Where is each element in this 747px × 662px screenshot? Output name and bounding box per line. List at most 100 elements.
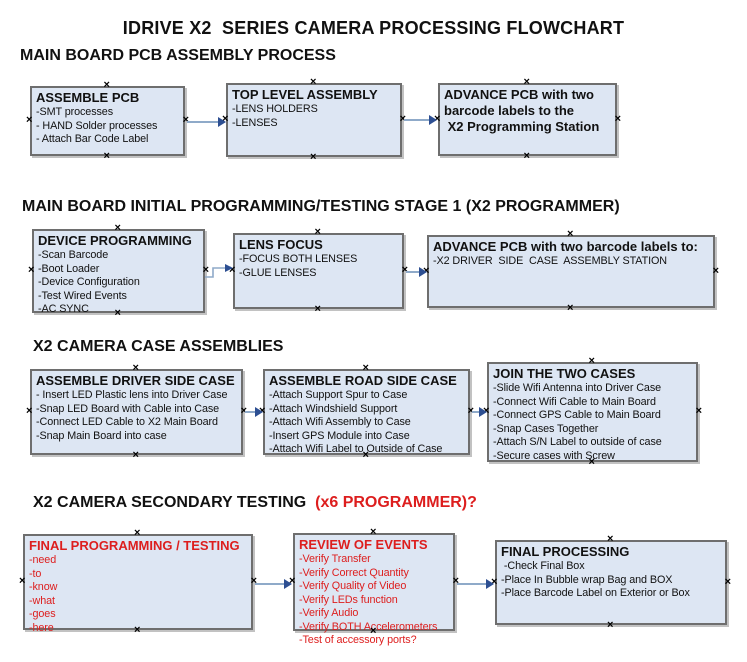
- connection-anchor-icon: ×: [491, 575, 498, 588]
- flow-box-advance-pcb-driver-side-station[interactable]: ADVANCE PCB with two barcode labels to: …: [423, 229, 719, 314]
- box-title: TOP LEVEL ASSEMBLY: [232, 87, 400, 103]
- section-header-text: X2 CAMERA SECONDARY TESTING: [33, 494, 311, 511]
- page-title: IDRIVE X2 SERIES CAMERA PROCESSING FLOWC…: [122, 18, 625, 38]
- box-body-line: -Attach Support Spur to Case: [269, 389, 408, 401]
- flow-box-review-of-events[interactable]: REVIEW OF EVENTS -Verify Transfer-Verify…: [289, 527, 459, 647]
- connector-arrow-elbow[interactable]: [205, 263, 234, 279]
- box-body-line: -X2 DRIVER SIDE CASE ASSEMBLY STATION: [433, 255, 667, 267]
- box-title-line: ASSEMBLE ROAD SIDE CASE: [269, 373, 457, 388]
- box-body-line: -Slide Wifi Antenna into Driver Case: [493, 382, 662, 394]
- connector-arrow[interactable]: [245, 407, 263, 417]
- box-body-line: -Attach Windshield Support: [269, 402, 398, 415]
- section-header-red-text: (x6 PROGRAMMER)?: [310, 494, 477, 511]
- box-title: FINAL PROGRAMMING / TESTING: [29, 538, 251, 554]
- connection-anchor-icon: ×: [401, 264, 408, 276]
- connection-anchor-icon: ×: [182, 114, 189, 126]
- connection-anchor-icon: ×: [588, 355, 595, 367]
- box-body-line: -GLUE LENSES: [239, 266, 317, 279]
- connection-anchor-icon: ×: [607, 533, 614, 545]
- flow-box-assemble-road-side-case[interactable]: ASSEMBLE ROAD SIDE CASE -Attach Support …: [259, 363, 474, 461]
- box-title-line: X2 Programming Station: [444, 119, 600, 134]
- connector-arrow[interactable]: [472, 407, 487, 417]
- section-header-case-assemblies: X2 CAMERA CASE ASSEMBLIES: [33, 338, 283, 356]
- connection-anchor-icon: ×: [370, 526, 377, 538]
- section-header-secondary-testing: X2 CAMERA SECONDARY TESTING (x6 PROGRAMM…: [33, 494, 477, 512]
- box-title-line: FINAL PROGRAMMING / TESTING: [29, 538, 240, 553]
- box-body-line: - HAND Solder processes: [36, 119, 158, 132]
- flow-box-final-processing[interactable]: FINAL PROCESSING -Check Final Box-Place …: [491, 534, 731, 631]
- box-title: ASSEMBLE PCB: [36, 90, 183, 106]
- box-body: - Insert LED Plastic lens into Driver Ca…: [36, 389, 241, 443]
- box-title: LENS FOCUS: [239, 237, 402, 253]
- connection-anchor-icon: ×: [314, 303, 321, 315]
- connection-anchor-icon: ×: [567, 302, 574, 314]
- box-body-line: -AC SYNC: [38, 303, 89, 315]
- section-header-text: MAIN BOARD PCB ASSEMBLY PROCESS: [20, 47, 336, 64]
- box-body: -need-to-know-what-goes-here: [29, 554, 251, 635]
- section-header-pcb-assembly: MAIN BOARD PCB ASSEMBLY PROCESS: [20, 47, 336, 65]
- flow-box-assemble-pcb[interactable]: ASSEMBLE PCB -SMT processes- HAND Solder…: [26, 80, 189, 162]
- connection-anchor-icon: ×: [523, 76, 530, 88]
- box-body: -FOCUS BOTH LENSES-GLUE LENSES: [239, 253, 402, 280]
- box-body-line: -Connect Wifi Cable to Main Board: [493, 395, 656, 408]
- box-title: ADVANCE PCB with two barcode labels to:: [433, 239, 713, 255]
- box-title-line: DEVICE PROGRAMMING: [38, 233, 192, 248]
- box-body-line: -Boot Loader: [38, 262, 100, 275]
- box-body-line: -Connect GPS Cable to Main Board: [493, 409, 661, 421]
- connection-anchor-icon: ×: [114, 222, 121, 234]
- box-body-line: -Connect LED Cable to X2 Main Board: [36, 416, 218, 428]
- connection-anchor-icon: ×: [712, 264, 719, 277]
- box-title-line: FINAL PROCESSING: [501, 544, 630, 559]
- connection-anchor-icon: ×: [362, 362, 369, 374]
- box-body-line: -Snap Main Board into case: [36, 429, 167, 442]
- flow-box-lens-focus[interactable]: LENS FOCUS -FOCUS BOTH LENSES-GLUE LENSE…: [229, 227, 408, 315]
- connection-anchor-icon: ×: [103, 79, 110, 91]
- connection-anchor-icon: ×: [523, 150, 530, 162]
- connector-arrow[interactable]: [187, 117, 226, 127]
- box-body-line: - Attach Bar Code Label: [36, 133, 149, 145]
- box-body-line: -know: [29, 581, 58, 593]
- box-body: -SMT processes- HAND Solder processes- A…: [36, 106, 183, 147]
- connection-anchor-icon: ×: [202, 264, 209, 276]
- flow-box-top-level-assembly[interactable]: TOP LEVEL ASSEMBLY -LENS HOLDERS-LENSES …: [222, 77, 406, 163]
- box-body-line: -here: [29, 621, 54, 634]
- connector-arrow[interactable]: [457, 579, 494, 589]
- box-body-line: -Attach S/N Label to outside of case: [493, 436, 662, 448]
- connection-anchor-icon: ×: [399, 113, 406, 125]
- box-body-line: -Attach Wifi Label to Outside of Case: [269, 443, 443, 455]
- connection-anchor-icon: ×: [310, 151, 317, 163]
- flow-box-device-programming[interactable]: DEVICE PROGRAMMING -Scan Barcode-Boot Lo…: [28, 223, 209, 319]
- flow-box-final-programming-testing[interactable]: FINAL PROGRAMMING / TESTING -need-to-kno…: [19, 528, 257, 636]
- box-body: -LENS HOLDERS-LENSES: [232, 103, 400, 130]
- connection-anchor-icon: ×: [134, 624, 141, 636]
- box-body-line: -Device Configuration: [38, 276, 140, 288]
- connector-arrow[interactable]: [406, 267, 427, 277]
- connection-anchor-icon: ×: [607, 619, 614, 631]
- box-body-line: -Snap Cases Together: [493, 422, 599, 435]
- connection-anchor-icon: ×: [132, 362, 139, 374]
- box-body: -Scan Barcode-Boot Loader-Device Configu…: [38, 249, 203, 317]
- connection-anchor-icon: ×: [724, 575, 731, 588]
- box-body-line: -Insert GPS Module into Case: [269, 429, 410, 442]
- flow-box-assemble-driver-side-case[interactable]: ASSEMBLE DRIVER SIDE CASE - Insert LED P…: [26, 363, 247, 461]
- connection-anchor-icon: ×: [19, 575, 26, 587]
- connector-arrow[interactable]: [404, 115, 437, 125]
- box-body-line: -Test of accessory ports?: [299, 634, 417, 646]
- box-title-line: ADVANCE PCB with two barcode labels to:: [433, 239, 698, 254]
- connection-anchor-icon: ×: [26, 405, 33, 417]
- box-body-line: -Verify Transfer: [299, 553, 371, 565]
- box-title: DEVICE PROGRAMMING: [38, 233, 203, 249]
- box-body-line: -Verify Correct Quantity: [299, 566, 409, 579]
- box-title-line: ADVANCE PCB with two: [444, 87, 594, 102]
- box-title-line: JOIN THE TWO CASES: [493, 366, 636, 381]
- box-title-line: ASSEMBLE DRIVER SIDE CASE: [36, 373, 235, 388]
- box-body-line: -FOCUS BOTH LENSES: [239, 253, 358, 265]
- connection-anchor-icon: ×: [434, 112, 441, 125]
- box-body-line: -Snap LED Board with Cable into Case: [36, 402, 220, 415]
- box-body-line: -Place Barcode Label on Exterior or Box: [501, 587, 690, 599]
- flow-box-join-the-two-cases[interactable]: JOIN THE TWO CASES -Slide Wifi Antenna i…: [483, 356, 702, 468]
- box-body-line: -what: [29, 594, 55, 607]
- connector-arrow[interactable]: [255, 579, 292, 589]
